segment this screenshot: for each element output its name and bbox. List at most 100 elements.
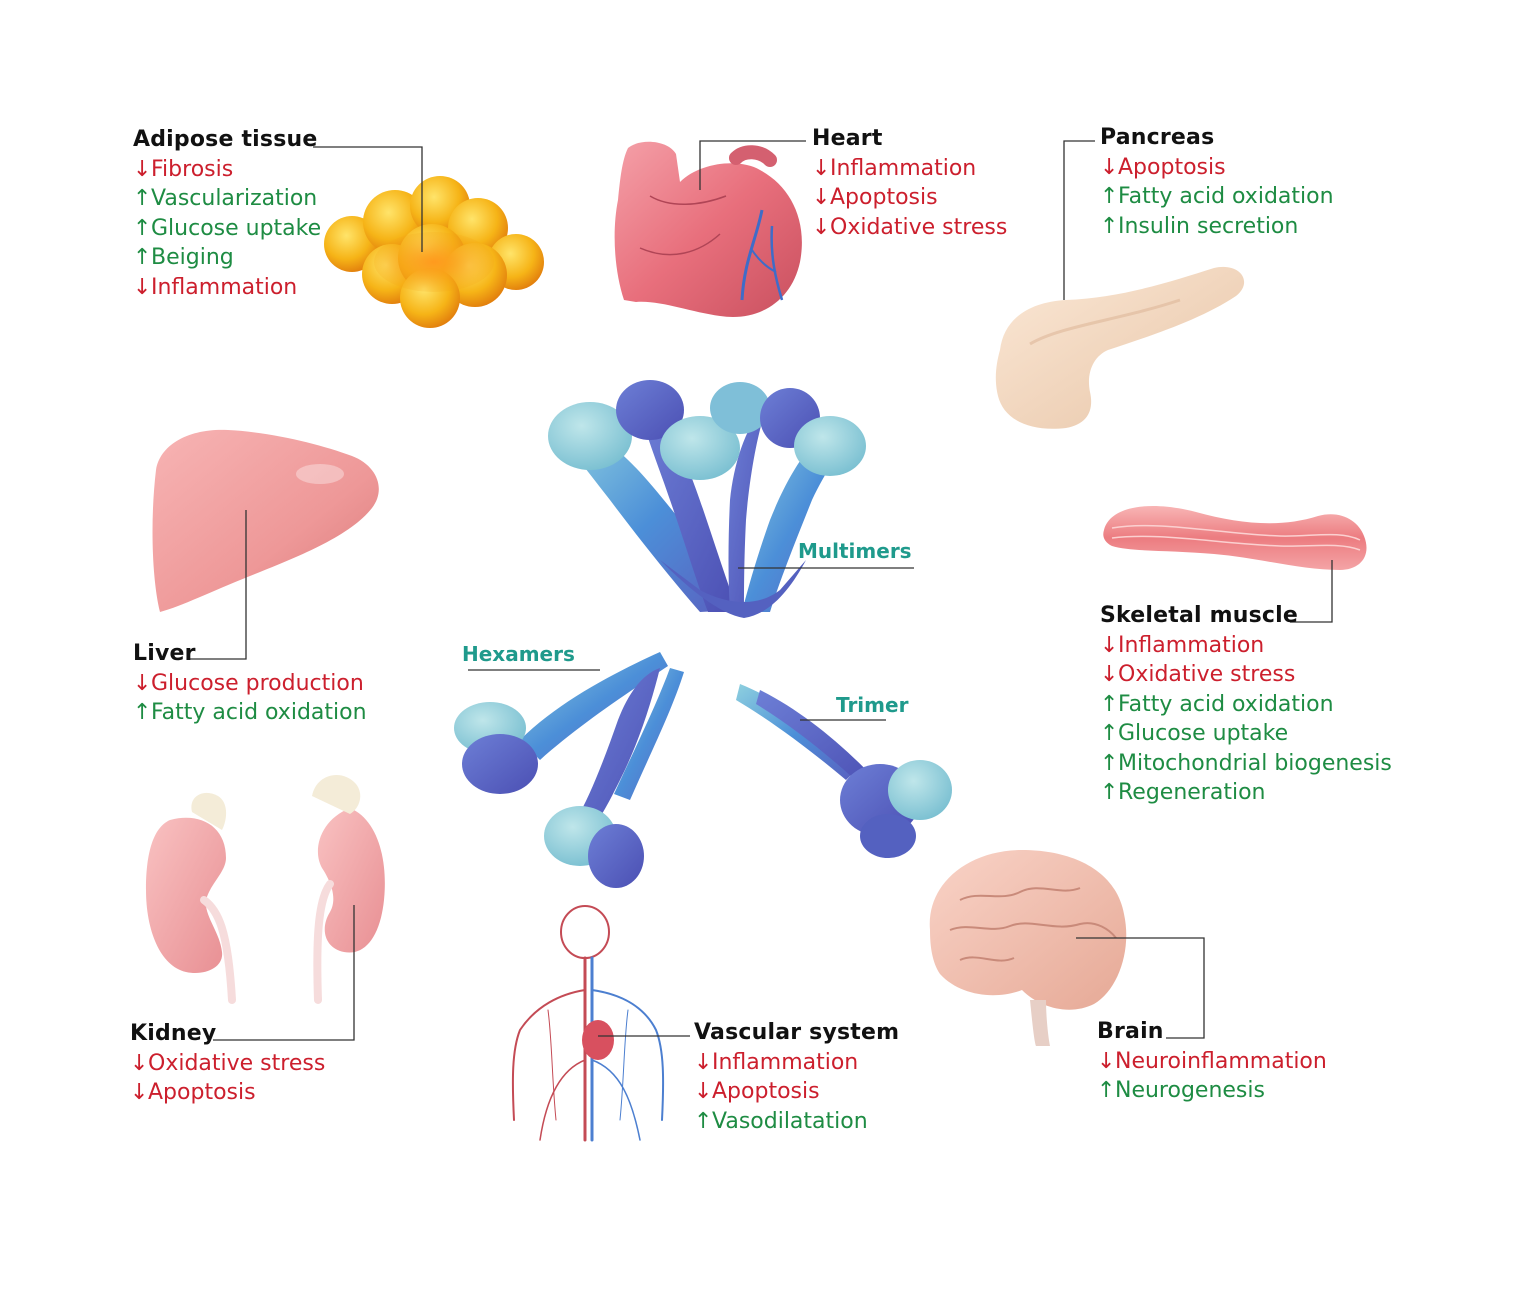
pancreas-leader-line [1063, 140, 1095, 300]
brain-leader-line [1076, 937, 1205, 1039]
liver-leader-line [190, 510, 247, 660]
effect-text: Fatty acid oxidation [1118, 184, 1334, 209]
decrease-effect: ↓Inflammation [133, 273, 321, 303]
effect-text: Oxidative stress [1118, 662, 1296, 687]
kidney-block: Kidney ↓Oxidative stress↓Apoptosis [130, 1019, 325, 1108]
effect-text: Inflammation [712, 1049, 859, 1075]
arrow-down-icon: ↓ [812, 214, 831, 240]
decrease-effect: ↓Inflammation [1100, 631, 1392, 661]
arrow-up-icon: ↑ [1097, 1078, 1116, 1103]
effect-text: Insulin secretion [1118, 213, 1299, 239]
effect-text: Regeneration [1118, 780, 1266, 805]
effect-text: Neuroinflammation [1115, 1048, 1327, 1074]
liver-title: Liver [133, 641, 196, 666]
increase-effect: ↑Fatty acid oxidation [133, 698, 367, 728]
arrow-up-icon: ↑ [1100, 213, 1119, 239]
kidney-leader-line [213, 905, 355, 1041]
effect-text: Inflammation [151, 274, 298, 300]
arrow-down-icon: ↓ [130, 1080, 149, 1105]
heart-block: Heart ↓Inflammation↓Apoptosis↓Oxidative … [812, 124, 1007, 242]
effect-text: Apoptosis [712, 1079, 820, 1104]
arrow-down-icon: ↓ [694, 1079, 713, 1104]
adipose-tissue-icon [324, 176, 544, 328]
decrease-effect: ↓Inflammation [812, 154, 1007, 184]
increase-effect: ↑Vascularization [133, 184, 321, 214]
arrow-up-icon: ↑ [1100, 750, 1119, 776]
decrease-effect: ↓Apoptosis [812, 183, 1007, 213]
effect-text: Fatty acid oxidation [151, 700, 367, 725]
hexamers-label: Hexamers [462, 642, 575, 666]
decrease-effect: ↓Inflammation [694, 1048, 899, 1078]
arrow-down-icon: ↓ [1100, 154, 1119, 180]
vascular-system-title: Vascular system [694, 1020, 900, 1045]
decrease-effect: ↓Apoptosis [1100, 153, 1334, 183]
increase-effect: ↑Vasodilatation [694, 1107, 899, 1137]
adipose-leader-line [313, 146, 423, 252]
arrow-up-icon: ↑ [1100, 780, 1119, 805]
skeletal-muscle-block: Skeletal muscle ↓Inflammation↓Oxidative … [1100, 601, 1392, 808]
protein-trimer-icon [736, 684, 952, 858]
kidney-icon [146, 774, 385, 1004]
brain-effects: ↓Neuroinflammation↑Neurogenesis [1097, 1047, 1327, 1106]
heart-leader-line [699, 140, 806, 190]
pancreas-icon [995, 266, 1245, 429]
effect-text: Inflammation [830, 155, 977, 181]
arrow-down-icon: ↓ [694, 1049, 713, 1075]
effect-text: Glucose uptake [1118, 721, 1289, 746]
decrease-effect: ↓Oxidative stress [1100, 660, 1392, 690]
protein-hexamer-icon [454, 652, 684, 888]
vascular-system-block: Vascular system ↓Inflammation↓Apoptosis↑… [694, 1018, 899, 1136]
effect-text: Glucose uptake [151, 215, 322, 241]
arrow-up-icon: ↑ [1100, 721, 1119, 746]
effect-text: Glucose production [151, 670, 364, 696]
arrow-up-icon: ↑ [133, 215, 152, 241]
brain-block: Brain ↓Neuroinflammation↑Neurogenesis [1097, 1017, 1327, 1106]
heart-effects: ↓Inflammation↓Apoptosis↓Oxidative stress [812, 154, 1007, 243]
adipose-tissue-title: Adipose tissue [133, 127, 318, 152]
trimer-label: Trimer [836, 693, 909, 717]
effect-text: Beiging [151, 245, 234, 270]
increase-effect: ↑Insulin secretion [1100, 212, 1334, 242]
decrease-effect: ↓Oxidative stress [812, 213, 1007, 243]
decrease-effect: ↓Apoptosis [694, 1077, 899, 1107]
increase-effect: ↑Glucose uptake [1100, 719, 1392, 749]
decrease-effect: ↓Apoptosis [130, 1078, 325, 1108]
adipose-tissue-block: Adipose tissue ↓Fibrosis↑Vascularization… [133, 125, 321, 302]
arrow-down-icon: ↓ [1100, 662, 1119, 687]
arrow-down-icon: ↓ [812, 185, 831, 210]
decrease-effect: ↓Fibrosis [133, 155, 321, 185]
adipose-tissue-effects: ↓Fibrosis↑Vascularization↑Glucose uptake… [133, 155, 321, 303]
arrow-down-icon: ↓ [1100, 632, 1119, 658]
effect-text: Oxidative stress [148, 1050, 326, 1076]
skeletal-muscle-effects: ↓Inflammation↓Oxidative stress↑Fatty aci… [1100, 631, 1392, 808]
effect-text: Apoptosis [1118, 154, 1226, 180]
arrow-up-icon: ↑ [133, 700, 152, 725]
effect-text: Vasodilatation [712, 1108, 868, 1134]
arrow-up-icon: ↑ [133, 245, 152, 270]
increase-effect: ↑Regeneration [1100, 778, 1392, 808]
pancreas-block: Pancreas ↓Apoptosis ↑ Fatty acid oxidation… [1100, 123, 1334, 241]
brain-title: Brain [1097, 1019, 1164, 1044]
skeletal-muscle-title: Skeletal muscle [1100, 603, 1299, 628]
increase-effect: ↑Beiging [133, 243, 321, 273]
decrease-effect: ↓Glucose production [133, 669, 367, 699]
increase-effect: ↑Neurogenesis [1097, 1076, 1327, 1106]
effect-text: Neurogenesis [1115, 1078, 1265, 1103]
arrow-up-icon: ↑ [133, 186, 152, 211]
arrow-down-icon: ↓ [133, 156, 152, 182]
pancreas-title: Pancreas [1100, 125, 1215, 150]
protein-multimer-icon [548, 380, 866, 618]
vascular-system-effects: ↓Inflammation↓Apoptosis↑Vasodilatation [694, 1048, 899, 1137]
effect-text: Apoptosis [148, 1080, 256, 1105]
skeletal-muscle-icon [1103, 506, 1367, 570]
increase-effect: ↑Fatty acid oxidation [1100, 690, 1392, 720]
decrease-effect: ↓Oxidative stress [130, 1049, 325, 1079]
effect-text: Apoptosis [830, 185, 938, 210]
liver-effects: ↓Glucose production↑Fatty acid oxidation [133, 669, 367, 728]
effect-text: Inflammation [1118, 632, 1265, 658]
increase-effect: ↑Glucose uptake [133, 214, 321, 244]
kidney-title: Kidney [130, 1021, 217, 1046]
arrow-down-icon: ↓ [1097, 1048, 1116, 1074]
heart-title: Heart [812, 126, 883, 151]
